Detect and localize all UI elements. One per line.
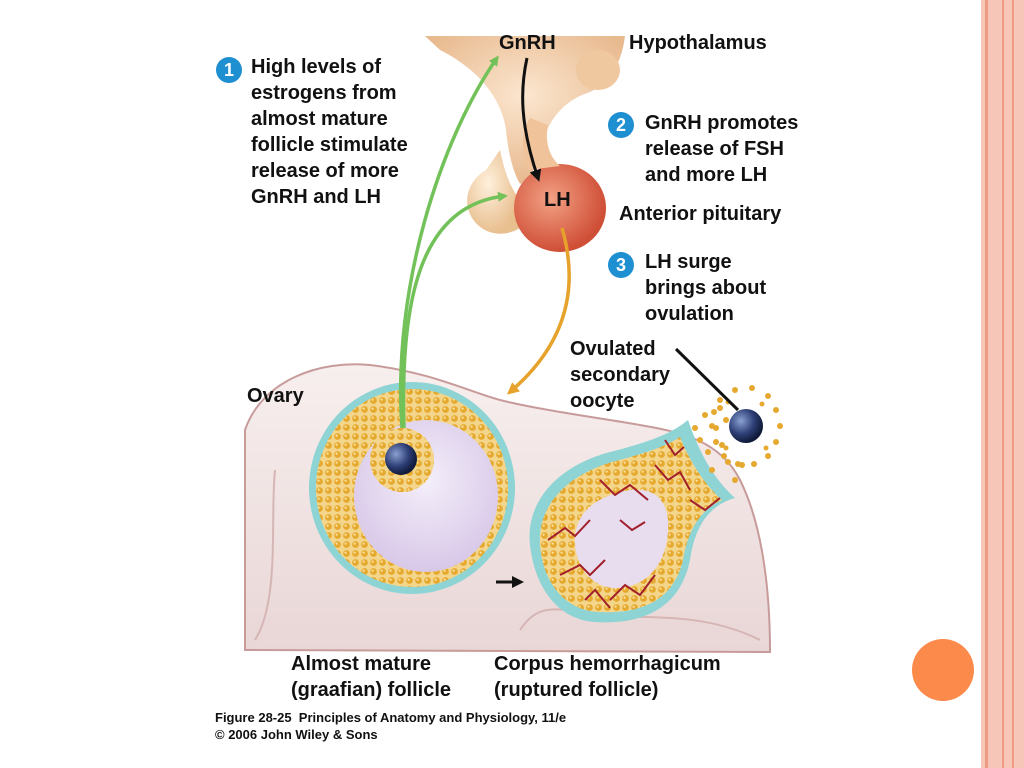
graafian-follicle-label: Almost mature (graafian) follicle: [291, 653, 452, 701]
step-2-text: GnRH promotes release of FSH and more LH: [645, 112, 799, 186]
oocyte-leader-line: [674, 347, 740, 412]
hypothalamus-illustration: [425, 36, 625, 234]
figure-caption: Figure 28-25 Principles of Anatomy and P…: [215, 710, 567, 725]
anterior-pituitary-label: Anterior pituitary: [619, 203, 782, 225]
orange-circle-decoration: [912, 639, 974, 701]
ovulated-oocyte-label: Ovulated secondary oocyte: [570, 338, 671, 412]
corpus-hemorrhagicum-label: Corpus hemorrhagicum (ruptured follicle): [494, 653, 721, 701]
copyright-caption: © 2006 John Wiley & Sons: [215, 727, 378, 742]
gnrh-to-lh-arrow: [521, 57, 542, 182]
gnrh-label: GnRH: [499, 32, 556, 54]
lh-label: LH: [544, 189, 571, 211]
slide-border-decoration: [981, 0, 1024, 768]
step-3-text: LH surge brings about ovulation: [645, 251, 767, 325]
lh-surge-arrow: [506, 227, 571, 395]
corpus-hemorrhagicum: [529, 405, 745, 623]
graafian-follicle: [309, 382, 515, 594]
hypothalamus-label: Hypothalamus: [629, 32, 767, 54]
estrogen-to-gnrh-arrow: [398, 55, 499, 429]
estrogen-to-lh-arrow: [401, 191, 508, 429]
step-3-badge: 3: [608, 252, 634, 278]
step-1-text: High levels of estrogens from almost mat…: [251, 56, 408, 208]
step-2-badge: 2: [608, 112, 634, 138]
step-1-badge: 1: [216, 57, 242, 83]
ovary-label: Ovary: [247, 385, 304, 407]
